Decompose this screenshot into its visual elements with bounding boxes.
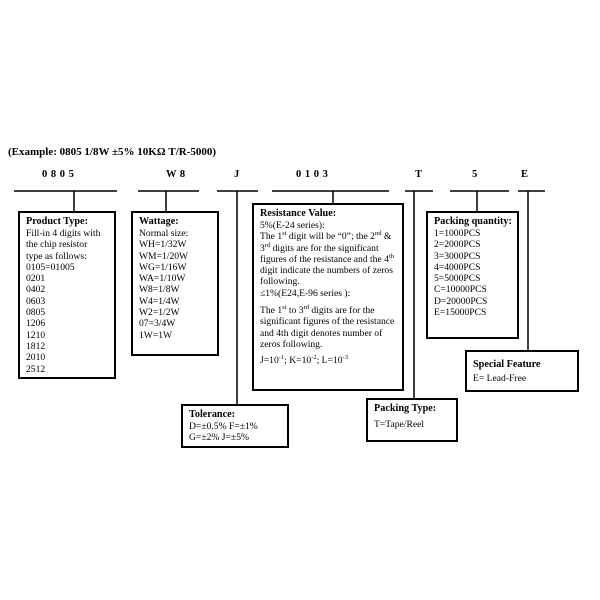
tolerance-heading: Tolerance: (189, 409, 236, 420)
packing-type-heading: Packing Type: (374, 403, 437, 414)
resistance-e96-description: The 1st to 3rd digits are for the signif… (260, 303, 395, 350)
wattage-line: WM=1/20W (139, 250, 189, 262)
example-title: (Example: 0805 1/8W ±5% 10KΩ T/R-5000) (8, 146, 217, 158)
packing-quantity-line: 5=5000PCS (434, 273, 481, 285)
wattage-line: Normal size: (139, 228, 189, 239)
packing-quantity-line: 2=2000PCS (434, 239, 481, 251)
product-type-line: 0603 (26, 295, 46, 307)
tolerance-line: D=±0.5% F=±1% (189, 421, 258, 432)
product-type-box: Product Type: Fill-in 4 digits with the … (18, 211, 116, 379)
packing-quantity-line: 4=4000PCS (434, 261, 481, 273)
product-type-line: the chip resistor (26, 239, 88, 251)
resistance-e96-series: ≤1%(E24,E-96 series ): (260, 287, 351, 299)
packing-quantity-line: D=20000PCS (434, 295, 488, 307)
product-type-line: 1812 (26, 340, 46, 352)
product-type-line: 0105=01005 (26, 261, 75, 273)
packing-quantity-heading: Packing quantity: (434, 216, 512, 227)
wattage-line: W2=1/2W (139, 307, 180, 319)
resistance-heading: Resistance Value: (260, 208, 337, 219)
tolerance-line: G=±2% J=±5% (189, 432, 249, 444)
product-type-line: 1210 (26, 329, 46, 341)
resistance-value-box: Resistance Value: 5%(E-24 series): The 1… (252, 203, 404, 391)
wattage-line: WG=1/16W (139, 261, 187, 273)
product-type-line: Fill-in 4 digits with (26, 228, 101, 239)
code-packing-type: T (415, 169, 423, 180)
packing-quantity-box: Packing quantity: 1=1000PCS 2=2000PCS 3=… (426, 211, 519, 339)
product-type-heading: Product Type: (26, 216, 88, 227)
packing-quantity-line: 1=1000PCS (434, 228, 481, 239)
code-packing-quantity: 5 (472, 169, 478, 180)
wattage-line: W8=1/8W (139, 284, 180, 296)
wattage-line: WA=1/10W (139, 273, 186, 285)
resistance-multipliers: J=10-1; K=10-2; L=10-3 (260, 354, 348, 367)
code-wattage: W 8 (166, 169, 186, 180)
wattage-line: 1W=1W (139, 329, 173, 341)
product-type-line: 2512 (26, 363, 46, 375)
product-type-line: 2010 (26, 352, 46, 364)
product-type-line: 0805 (26, 307, 46, 319)
special-feature-heading: Special Feature (473, 359, 541, 370)
resistance-e24-description: The 1st digit will be “0”; the 2nd & 3rd… (260, 230, 394, 288)
code-resistance: 0 1 0 3 (296, 169, 329, 180)
packing-quantity-line: 3=3000PCS (434, 250, 481, 262)
product-type-line: 0201 (26, 273, 46, 285)
packing-quantity-line: C=10000PCS (434, 284, 487, 296)
wattage-box: Wattage: Normal size: WH=1/32W WM=1/20W … (131, 211, 219, 356)
wattage-line: W4=1/4W (139, 295, 180, 307)
code-product-type: 0 8 0 5 (42, 169, 75, 180)
packing-type-line: T=Tape/Reel (374, 419, 425, 430)
product-type-line: type as follows: (26, 250, 87, 262)
special-feature-box: Special Feature E= Lead-Free (465, 350, 579, 392)
packing-quantity-line: E=15000PCS (434, 307, 487, 319)
resistance-e24-series: 5%(E-24 series): (260, 220, 325, 231)
product-type-line: 0402 (26, 284, 46, 296)
code-tolerance: J (234, 169, 240, 180)
wattage-line: WH=1/32W (139, 239, 187, 251)
special-feature-line: E= Lead-Free (473, 373, 527, 384)
wattage-line: 07=3/4W (139, 318, 176, 330)
code-special-feature: E (521, 169, 529, 180)
packing-type-box: Packing Type: T=Tape/Reel (366, 398, 458, 442)
wattage-heading: Wattage: (139, 216, 179, 227)
tolerance-box: Tolerance: D=±0.5% F=±1% G=±2% J=±5% (181, 404, 289, 448)
product-type-line: 1206 (26, 318, 46, 330)
